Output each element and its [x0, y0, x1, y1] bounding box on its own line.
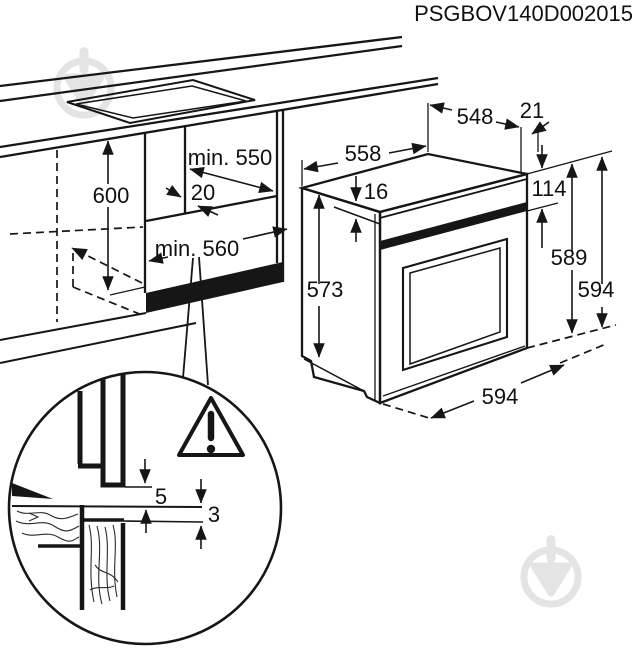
dim-detail-clearance-bottom: 3 [208, 502, 220, 527]
plinth-bar [146, 262, 283, 313]
dim-oven-top-offset: 16 [364, 179, 388, 204]
dim-oven-top-depth: 548 [457, 104, 494, 129]
oven-trim-section [77, 374, 126, 488]
watermark-top-left-icon [53, 47, 115, 119]
dim-detail-clearance-top: 5 [155, 484, 167, 509]
watermark-bottom-right-icon [520, 535, 582, 608]
dim-oven-top-width: 558 [345, 141, 382, 166]
worktop-edge-section [12, 483, 53, 499]
warning-triangle-icon [177, 396, 245, 457]
cabinet-dimensions: 600 min. 550 20 min. 560 [93, 140, 288, 291]
dim-oven-width-bottom: 594 [482, 384, 519, 409]
cabinet-drawing [0, 35, 439, 386]
dim-oven-rear-gap: 21 [520, 98, 544, 123]
dim-oven-height-total: 594 [578, 277, 615, 302]
drawing-code-title: PSGBOV140D002015 [414, 1, 633, 26]
dim-oven-height-back: 589 [551, 245, 588, 270]
detail-pointer-line [182, 257, 194, 379]
dim-oven-height-front: 573 [307, 277, 344, 302]
dashed-oven-ghost [9, 150, 146, 322]
cabinet-wood-section [15, 505, 126, 610]
cooktop-cutout [66, 78, 256, 125]
dim-cabinet-depth-min: min. 550 [188, 145, 272, 170]
oven-panel-strip [380, 202, 527, 250]
dim-cabinet-back-gap: 20 [191, 180, 215, 205]
oven-dimensions: 558 548 21 16 114 589 594 573 [301, 98, 615, 419]
dim-cabinet-height: 600 [93, 183, 130, 208]
dim-cabinet-width-min: min. 560 [155, 236, 239, 261]
oven-door-window [401, 237, 509, 372]
detail-circle: 5 3 [7, 370, 283, 646]
dim-oven-panel-height: 114 [531, 176, 566, 201]
oven-drawing [297, 152, 617, 419]
